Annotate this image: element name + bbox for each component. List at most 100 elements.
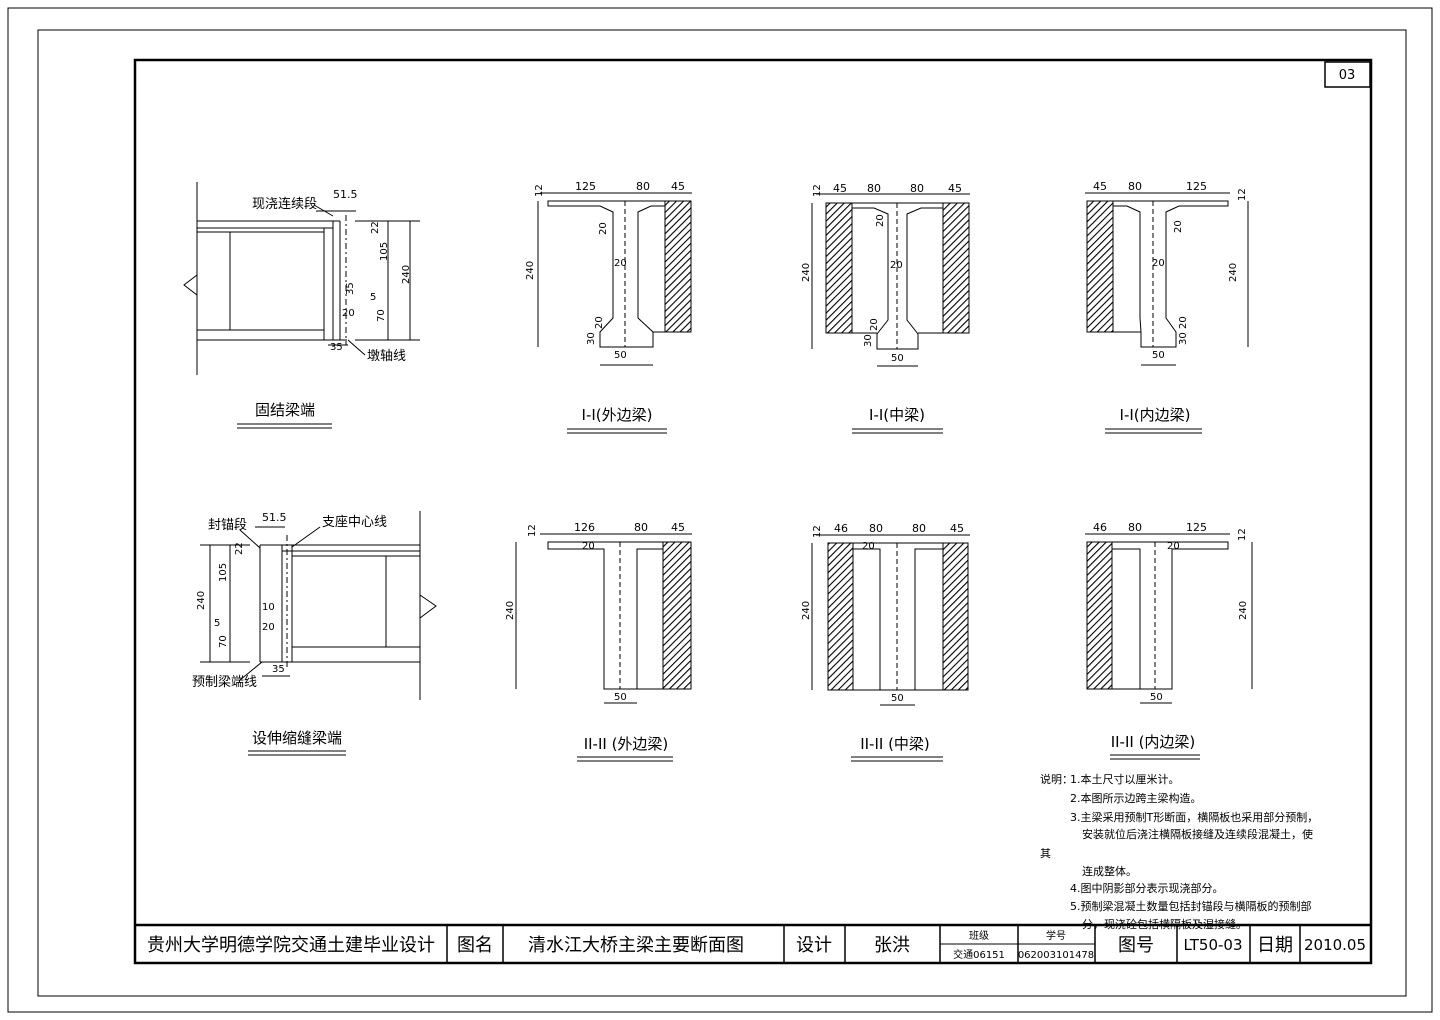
dimension-label: 126 [574, 521, 595, 534]
date-value: 2010.05 [1304, 936, 1366, 954]
dimension-label: 12 [534, 184, 545, 197]
section-1-inner-girder: 45 80 125 12 240 20 20 30 20 50 I-I(内边梁) [1085, 180, 1249, 434]
dimension-label: 35 [272, 664, 285, 675]
dimension-label: 125 [1186, 521, 1207, 534]
dimension-label: 支座中心线 [322, 515, 387, 530]
dimension-label: 20 [1173, 220, 1184, 233]
dimension-label: 12 [1237, 188, 1248, 201]
dimension-label: 45 [671, 521, 685, 534]
dimension-label: 20 [862, 541, 875, 552]
designer-name: 张洪 [874, 935, 910, 956]
dimension-label: 240 [196, 591, 207, 610]
note-item: 4.图中阴影部分表示现浇部分。 [1070, 881, 1224, 895]
dimension-label: 50 [614, 350, 627, 361]
notes-block: 说明： 1.本土尺寸以厘米计。 2.本图所示边跨主梁构造。 3.主梁采用预制T形… [1040, 772, 1318, 931]
section-2-middle-girder: 46 80 80 45 12 240 20 50 II-II (中梁) [801, 522, 970, 762]
dimension-label: I-I(内边梁) [1120, 406, 1191, 424]
dimension-label: II-II (内边梁) [1111, 733, 1196, 751]
dimension-label: 12 [527, 524, 538, 537]
dimension-label: 240 [505, 601, 516, 620]
dimension-label: 12 [812, 525, 823, 538]
dimension-label: 22 [234, 542, 245, 555]
dimension-label: 240 [801, 601, 812, 620]
dimension-label: 70 [376, 309, 387, 322]
section-2-outer-girder: 126 80 45 12 240 20 50 II-II (外边梁) [505, 521, 692, 762]
dimension-label: 51.5 [333, 188, 358, 201]
dimension-label: 70 [218, 635, 229, 648]
dimension-label: 240 [801, 263, 812, 282]
project-title: 贵州大学明德学院交通土建毕业设计 [147, 935, 435, 956]
dimension-label: 45 [950, 522, 964, 535]
dimension-label: 125 [1186, 180, 1207, 193]
dimension-label: II-II (中梁) [860, 735, 930, 753]
dimension-label: 80 [910, 182, 924, 195]
drawing-number-label: 图号 [1118, 935, 1154, 956]
sheet-number-box [1324, 61, 1371, 88]
dimension-label: 设伸缩缝梁端 [252, 729, 342, 747]
dimension-label: 105 [379, 242, 390, 261]
dimension-label: 45 [671, 180, 685, 193]
note-item: 1.本土尺寸以厘米计。 [1070, 772, 1180, 786]
dimension-label: 20 [869, 318, 880, 331]
dimension-label: 50 [891, 693, 904, 704]
title-block: 贵州大学明德学院交通土建毕业设计 图名 清水江大桥主梁主要断面图 设计 张洪 班… [135, 923, 1371, 963]
note-item: 其 [1040, 847, 1051, 860]
dimension-label: 51.5 [262, 511, 287, 524]
note-item: 3.主梁采用预制T形断面，横隔板也采用部分预制， [1070, 810, 1318, 824]
dimension-label: 80 [634, 521, 648, 534]
dimension-label: 20 [598, 222, 609, 235]
dimension-label: 22 [370, 221, 381, 234]
student-id-value: 062003101478 [1018, 950, 1094, 961]
dimension-label: 240 [1238, 601, 1249, 620]
dimension-label: 35 [330, 342, 343, 353]
dimension-label: 20 [582, 541, 595, 552]
dimension-label: 50 [1152, 350, 1165, 361]
dimension-label: 80 [869, 522, 883, 535]
section-2-inner-girder: 46 80 125 12 240 20 50 II-II (内边梁) [1085, 521, 1253, 760]
dimension-label: 20 [875, 214, 886, 227]
drawing-frame [133, 58, 1373, 965]
student-id-label: 学号 [1046, 929, 1066, 942]
dimension-label: 46 [834, 522, 848, 535]
note-item: 2.本图所示边跨主梁构造。 [1070, 791, 1202, 805]
note-item: 5.预制梁混凝土数量包括封锚段与横隔板的预制部 [1070, 899, 1312, 913]
section-1-middle-girder: 45 80 80 45 12 240 20 20 30 20 50 I-I(中梁… [801, 182, 970, 434]
dimension-label: 12 [1237, 528, 1248, 541]
detail-fixed-beam-end: 现浇连续段 墩轴线 51.5 22 105 240 5 70 35 35 20 … [183, 182, 420, 429]
dimension-label: 125 [575, 180, 596, 193]
dimension-label: 46 [1093, 521, 1107, 534]
dimension-label: 50 [1150, 692, 1163, 703]
dimension-label: 5 [370, 292, 376, 303]
dimension-label: I-I(外边梁) [582, 406, 653, 424]
dimension-label: 封锚段 [208, 518, 247, 533]
dimension-label: 80 [912, 522, 926, 535]
dimension-label: 240 [525, 261, 536, 280]
dimension-label: 5 [214, 618, 220, 629]
dimension-label: 12 [812, 184, 823, 197]
dimension-label: 105 [218, 563, 229, 582]
section-1-outer-girder: 125 80 45 12 240 20 20 30 20 50 I-I(外边梁) [525, 180, 692, 434]
dimension-label: 20 [262, 622, 275, 633]
dimension-label: 30 [863, 334, 874, 347]
dimension-label: 80 [867, 182, 881, 195]
dimension-label: 预制梁端线 [192, 675, 257, 690]
dimension-label: 20 [614, 258, 627, 269]
note-item: 安装就位后浇注横隔板接缝及连续段混凝土，使 [1082, 827, 1313, 841]
dimension-label: 80 [636, 180, 650, 193]
dimension-label: 35 [345, 282, 356, 295]
dimension-label: 固结梁端 [255, 401, 315, 419]
dimension-label: 45 [1093, 180, 1107, 193]
sheet-number: 03 [1339, 68, 1356, 83]
dimension-label: 45 [833, 182, 847, 195]
notes-heading: 说明： [1040, 772, 1073, 786]
dimension-label: 20 [890, 260, 903, 271]
dimension-label: 20 [1152, 258, 1165, 269]
class-value: 交通06151 [953, 948, 1005, 961]
class-label: 班级 [969, 930, 989, 942]
dimension-label: 现浇连续段 [252, 196, 317, 212]
dimension-label: 30 [1178, 332, 1189, 345]
dimension-label: 240 [1228, 263, 1239, 282]
dimension-label: 50 [614, 692, 627, 703]
drawing-number: LT50-03 [1183, 936, 1242, 954]
